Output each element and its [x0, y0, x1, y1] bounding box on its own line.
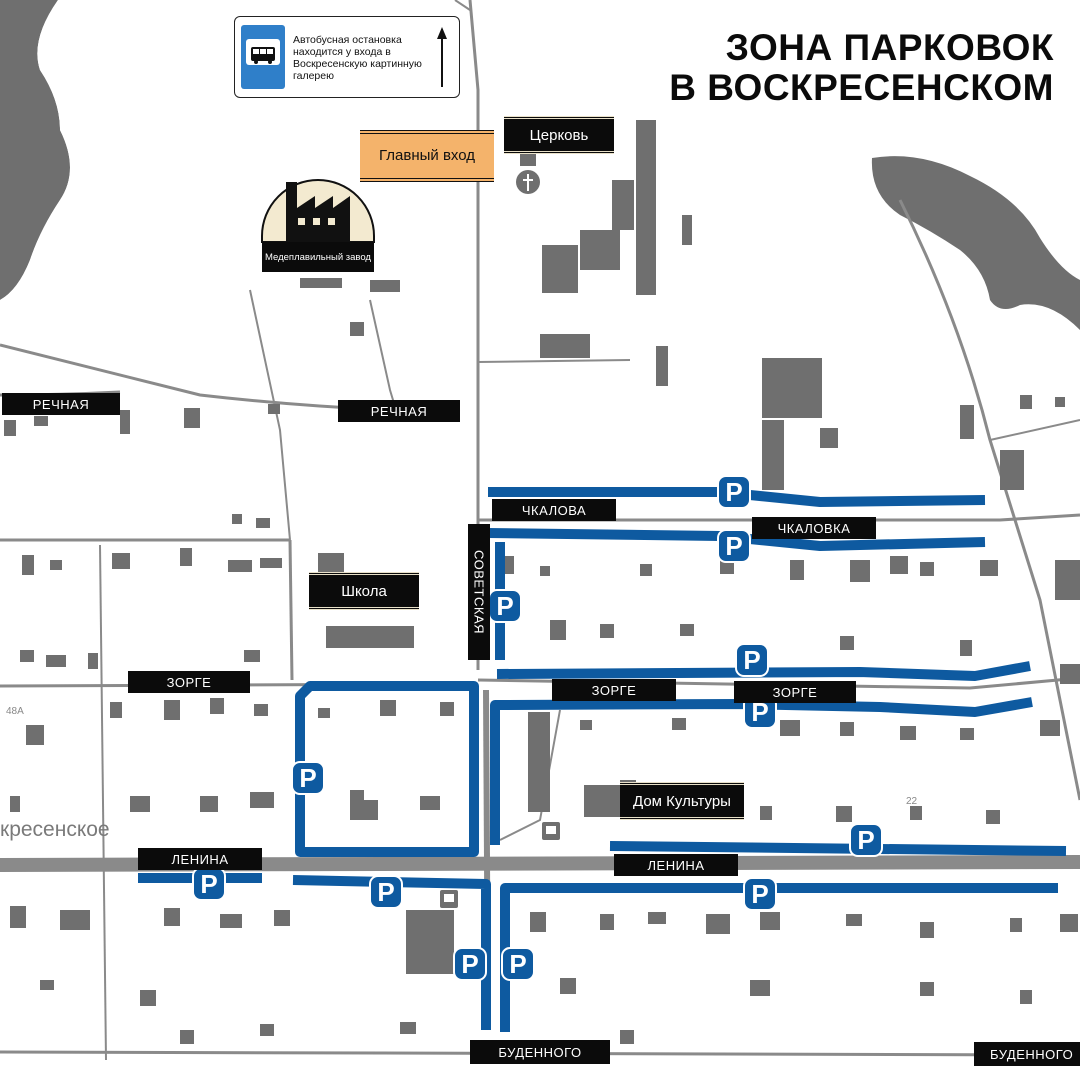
- bus-stop-sign: Автобусная остановка находится у входа в…: [234, 16, 460, 98]
- svg-text:P: P: [751, 697, 768, 727]
- street-label-zorge: ЗОРГЕ: [128, 671, 250, 693]
- street-label-lenina: ЛЕНИНА: [614, 854, 738, 876]
- factory-icon: [261, 179, 375, 243]
- lake-right: [871, 156, 1080, 330]
- svg-text:P: P: [857, 825, 874, 855]
- parking-marker: P: [369, 875, 403, 909]
- street-label-sovetskaya: СОВЕТСКАЯ: [468, 524, 490, 660]
- street-label-budennogo: БУДЕННОГО: [470, 1040, 610, 1064]
- svg-text:P: P: [743, 645, 760, 675]
- svg-text:P: P: [299, 763, 316, 793]
- culture-house-label: Дом Культуры: [620, 782, 744, 820]
- church-icon: [516, 170, 540, 194]
- bus-stop-text: Автобусная остановка находится у входа в…: [293, 34, 422, 82]
- street-label-lenina: ЛЕНИНА: [138, 848, 262, 870]
- bus-icon: [241, 25, 285, 89]
- factory-label: Медеплавильный завод: [262, 242, 374, 272]
- river-left: [0, 0, 70, 300]
- svg-text:P: P: [725, 477, 742, 507]
- arrow-up-icon: [437, 27, 447, 87]
- svg-text:P: P: [461, 949, 478, 979]
- parking-marker: P: [743, 877, 777, 911]
- parking-marker: P: [743, 695, 777, 729]
- svg-text:P: P: [751, 879, 768, 909]
- parking-marker: P: [488, 589, 522, 623]
- street-label-rechnaya: РЕЧНАЯ: [338, 400, 460, 422]
- parking-marker: P: [501, 947, 535, 981]
- buildings: [4, 120, 1080, 1044]
- street-label-rechnaya: РЕЧНАЯ: [2, 393, 120, 415]
- street-label-zorge: ЗОРГЕ: [734, 681, 856, 703]
- church-label: Церковь: [504, 116, 614, 154]
- map-title: ЗОНА ПАРКОВОК В ВОСКРЕСЕНСКОМ: [669, 28, 1054, 108]
- house-number-48a: 48А: [6, 706, 24, 717]
- house-number-22: 22: [906, 796, 918, 807]
- parking-marker: P: [717, 529, 751, 563]
- svg-text:P: P: [200, 869, 217, 899]
- parking-marker: P: [291, 761, 325, 795]
- parking-marker: P: [453, 947, 487, 981]
- river-left-strip: [0, 0, 98, 316]
- town-name: кресенское: [0, 818, 110, 841]
- svg-text:P: P: [725, 531, 742, 561]
- map-title-line2: В ВОСКРЕСЕНСКОМ: [669, 67, 1054, 108]
- parking-marker: P: [849, 823, 883, 857]
- svg-text:P: P: [377, 877, 394, 907]
- school-label: Школа: [309, 572, 419, 610]
- street-label-zorge: ЗОРГЕ: [552, 679, 676, 701]
- svg-text:P: P: [496, 591, 513, 621]
- main-entrance-label: Главный вход: [360, 130, 494, 182]
- svg-text:P: P: [509, 949, 526, 979]
- parking-marker: P: [717, 475, 751, 509]
- bus-stop-icon: [440, 822, 560, 908]
- parking-marker: P: [735, 643, 769, 677]
- street-label-chkalovka: ЧКАЛОВКА: [752, 517, 876, 539]
- street-label-budennogo: БУДЕННОГО: [974, 1042, 1080, 1066]
- map-title-line1: ЗОНА ПАРКОВОК: [725, 27, 1054, 68]
- parking-zones: [138, 487, 1067, 1032]
- parking-marker: P: [192, 867, 226, 901]
- street-label-chkalova: ЧКАЛОВА: [492, 499, 616, 521]
